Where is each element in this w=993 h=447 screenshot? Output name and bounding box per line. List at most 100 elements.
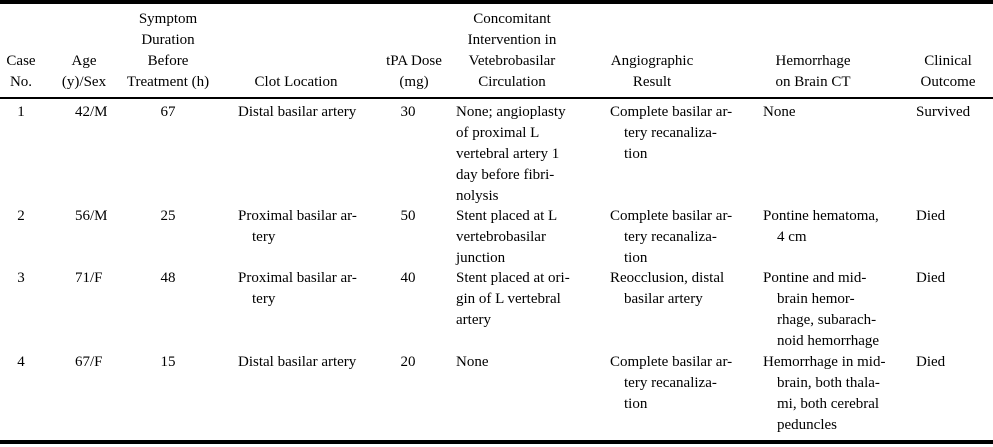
- header-line: Result: [632, 74, 672, 90]
- cell-line: brain, both thala-: [777, 375, 880, 391]
- cell-hemorrhage-ct: Pontine hematoma,4 cm: [763, 206, 879, 248]
- cell-line: Stent placed at ori-: [456, 270, 570, 286]
- cell-clinical-outcome: Died: [916, 352, 945, 373]
- cell-line: 4 cm: [777, 229, 807, 245]
- cell-line: gin of L vertebral: [456, 291, 561, 307]
- cell-line: vertebrobasilar: [456, 229, 546, 245]
- cell-line: None: [456, 354, 489, 370]
- cell-clot-location: Proximal basilar ar-tery: [238, 268, 357, 310]
- cell-line: tery recanaliza-: [624, 375, 717, 391]
- cell-line: Proximal basilar ar-: [238, 208, 357, 224]
- cell-line: 30: [400, 104, 416, 120]
- cell-line: 48: [160, 270, 176, 286]
- cell-line: 67: [160, 104, 176, 120]
- cell-tpa-dose: 30: [368, 102, 448, 123]
- cell-clinical-outcome: Died: [916, 268, 945, 289]
- cell-line: Distal basilar artery: [238, 354, 357, 370]
- cell-line: of proximal L: [456, 125, 540, 141]
- header-line: Clot Location: [254, 74, 338, 90]
- cell-line: 56/M: [75, 208, 108, 224]
- cell-case-no: 4: [0, 352, 61, 373]
- cell-line: 3: [17, 270, 25, 286]
- cell-line: tery: [252, 291, 276, 307]
- cell-line: 25: [160, 208, 176, 224]
- cell-line: 50: [400, 208, 416, 224]
- cell-angiographic-result: Complete basilar ar-tery recanaliza-tion: [610, 352, 732, 415]
- cell-concomitant-intervention: None; angioplasty of proximal L vertebral …: [456, 102, 566, 207]
- header-line: Angiographic: [610, 53, 694, 69]
- cell-line: 71/F: [75, 270, 103, 286]
- cell-line: vertebral artery 1: [456, 146, 560, 162]
- cell-hemorrhage-ct: Hemorrhage in mid-brain, both thala-mi, …: [763, 352, 885, 436]
- cell-line: rhage, subarach-: [777, 312, 877, 328]
- cell-tpa-dose: 50: [368, 206, 448, 227]
- cell-line: None; angioplasty: [456, 104, 566, 120]
- header-line: No.: [9, 74, 33, 90]
- cell-line: Died: [916, 208, 946, 224]
- cell-line: 67/F: [75, 354, 103, 370]
- cell-angiographic-result: Complete basilar ar-tery recanaliza-tion: [610, 102, 732, 165]
- cell-line: Survived: [916, 104, 971, 120]
- top-rule: [0, 0, 993, 4]
- cell-line: 15: [160, 354, 176, 370]
- cell-line: 4: [17, 354, 25, 370]
- cell-hemorrhage-ct: None: [763, 102, 796, 123]
- cell-line: brain hemor-: [777, 291, 855, 307]
- cell-angiographic-result: Complete basilar ar-tery recanaliza-tion: [610, 206, 732, 269]
- cell-age-sex: 42/M: [75, 102, 108, 123]
- cell-tpa-dose: 40: [368, 268, 448, 289]
- cell-line: noid hemorrhage: [777, 333, 880, 349]
- cell-case-no: 3: [0, 268, 61, 289]
- cell-line: 1: [17, 104, 25, 120]
- header-line: Intervention in: [467, 32, 557, 48]
- cell-line: Complete basilar ar-: [610, 354, 733, 370]
- cell-line: day before fibri-: [456, 167, 555, 183]
- cell-line: Reocclusion, distal: [610, 270, 725, 286]
- cell-line: tion: [624, 146, 648, 162]
- header-line: Outcome: [920, 74, 976, 90]
- header-line: Vetebrobasilar: [468, 53, 556, 69]
- header-age-sex: Age (y)/Sex: [4, 51, 164, 93]
- cell-age-sex: 71/F: [75, 268, 103, 289]
- bottom-rule: [0, 440, 993, 444]
- header-clot-location: Clot Location: [216, 72, 376, 93]
- cell-concomitant-intervention: None: [456, 352, 489, 373]
- cell-line: Hemorrhage in mid-: [763, 354, 886, 370]
- cell-line: junction: [456, 250, 506, 266]
- cell-symptom-duration: 15: [128, 352, 208, 373]
- header-line: tPA Dose: [386, 53, 442, 69]
- cell-line: Proximal basilar ar-: [238, 270, 357, 286]
- header-line: on Brain CT: [775, 74, 851, 90]
- header-line: Age: [71, 53, 97, 69]
- cell-case-no: 1: [0, 102, 61, 123]
- cell-symptom-duration: 67: [128, 102, 208, 123]
- header-line: Duration: [141, 32, 195, 48]
- header-line: Clinical: [924, 53, 972, 69]
- cell-line: Died: [916, 270, 946, 286]
- cell-line: Pontine and mid-: [763, 270, 867, 286]
- cell-line: tion: [624, 396, 648, 412]
- cell-clot-location: Distal basilar artery: [238, 352, 356, 373]
- cell-line: Complete basilar ar-: [610, 104, 733, 120]
- cell-line: Complete basilar ar-: [610, 208, 733, 224]
- cell-line: 42/M: [75, 104, 108, 120]
- cell-line: 40: [400, 270, 416, 286]
- header-line: Hemorrhage: [775, 53, 851, 69]
- cell-age-sex: 67/F: [75, 352, 103, 373]
- header-line: (y)/Sex: [61, 74, 107, 90]
- header-rule: [0, 97, 993, 99]
- cell-clinical-outcome: Died: [916, 206, 945, 227]
- header-line: Circulation: [478, 74, 546, 90]
- cell-line: None: [763, 104, 796, 120]
- cell-line: Distal basilar artery: [238, 104, 357, 120]
- header-line: (mg): [399, 74, 429, 90]
- cell-age-sex: 56/M: [75, 206, 108, 227]
